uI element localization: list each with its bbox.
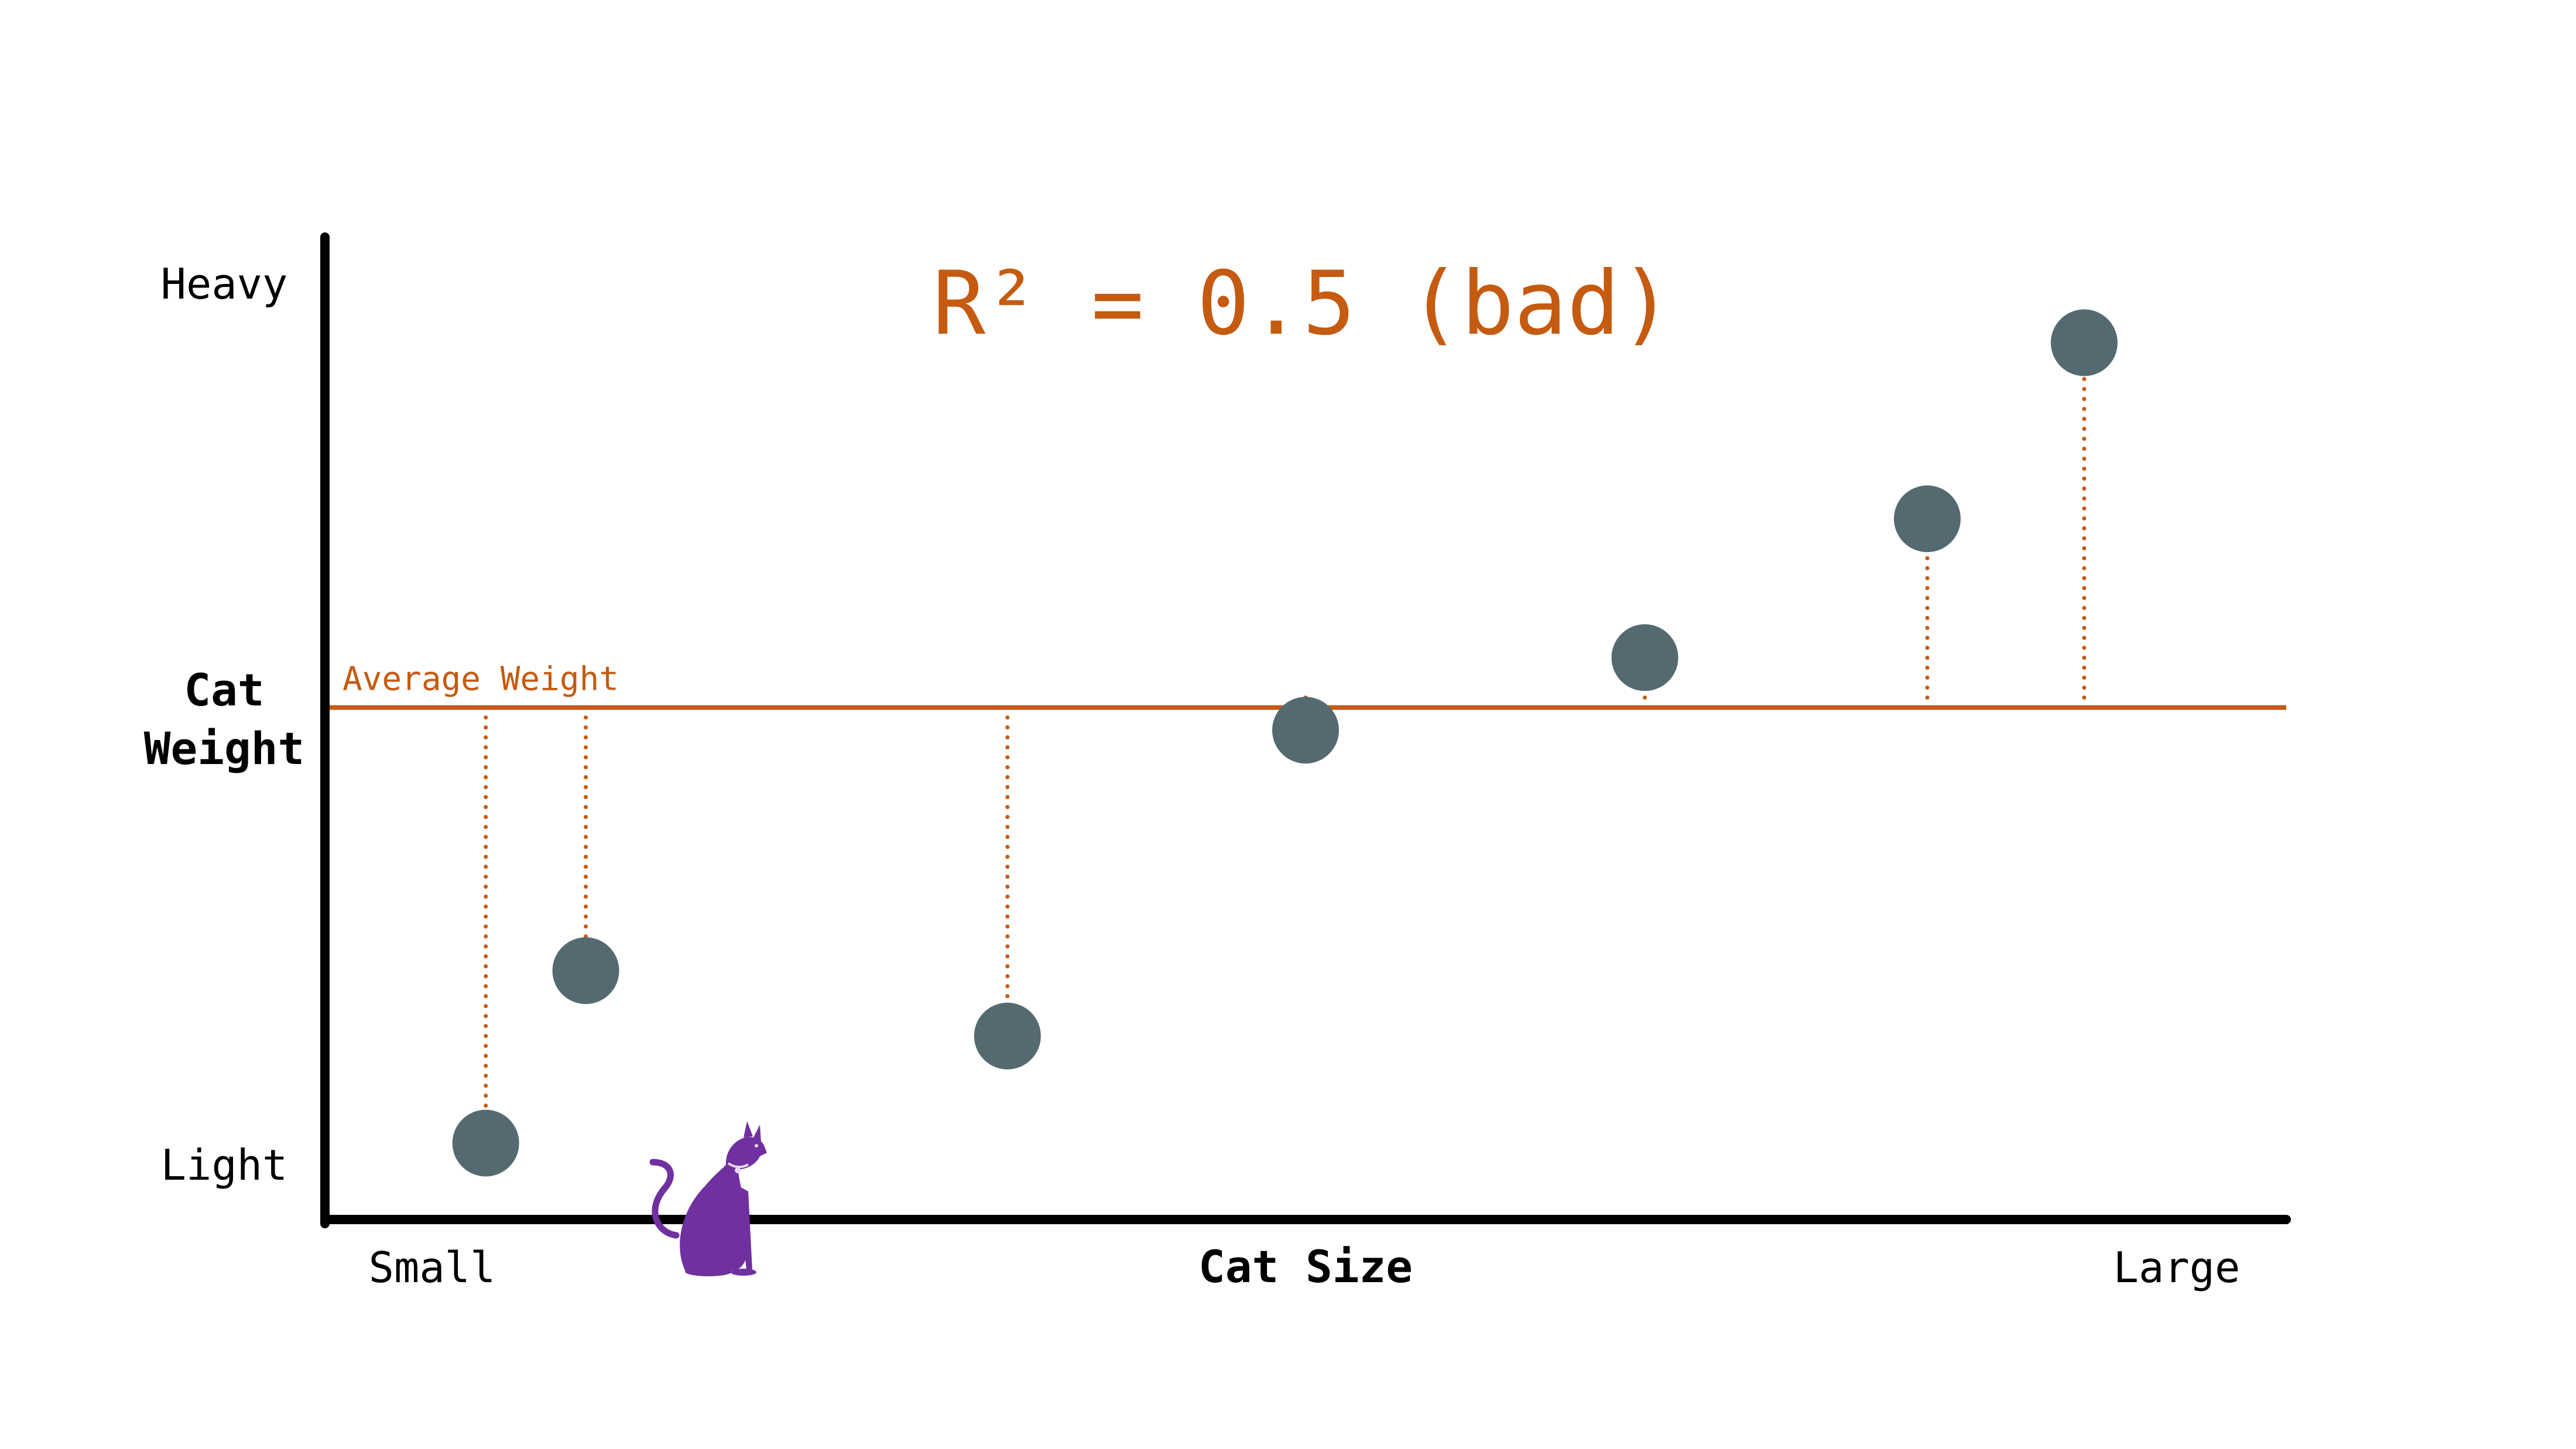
data-point bbox=[452, 1109, 519, 1177]
data-point bbox=[2050, 309, 2118, 376]
y-tick-label-low: Light bbox=[161, 1140, 288, 1190]
x-axis-title: Cat Size bbox=[1198, 1241, 1413, 1293]
y-axis-title-line: Weight bbox=[144, 722, 305, 775]
data-point bbox=[974, 1002, 1041, 1070]
data-points bbox=[452, 309, 2118, 1177]
cat-icon bbox=[649, 1121, 767, 1276]
data-point bbox=[1893, 485, 1961, 553]
x-tick-label-low: Small bbox=[369, 1243, 496, 1292]
data-point bbox=[1611, 624, 1678, 691]
y-axis-title-line: Cat bbox=[184, 664, 264, 716]
x-tick-label-high: Large bbox=[2113, 1243, 2241, 1292]
r-squared-annotation: R² = 0.5 (bad) bbox=[933, 253, 1673, 355]
average-weight-label: Average Weight bbox=[342, 660, 619, 698]
y-tick-label-high: Heavy bbox=[161, 259, 288, 309]
data-point bbox=[552, 937, 619, 1004]
data-point bbox=[1272, 697, 1339, 764]
